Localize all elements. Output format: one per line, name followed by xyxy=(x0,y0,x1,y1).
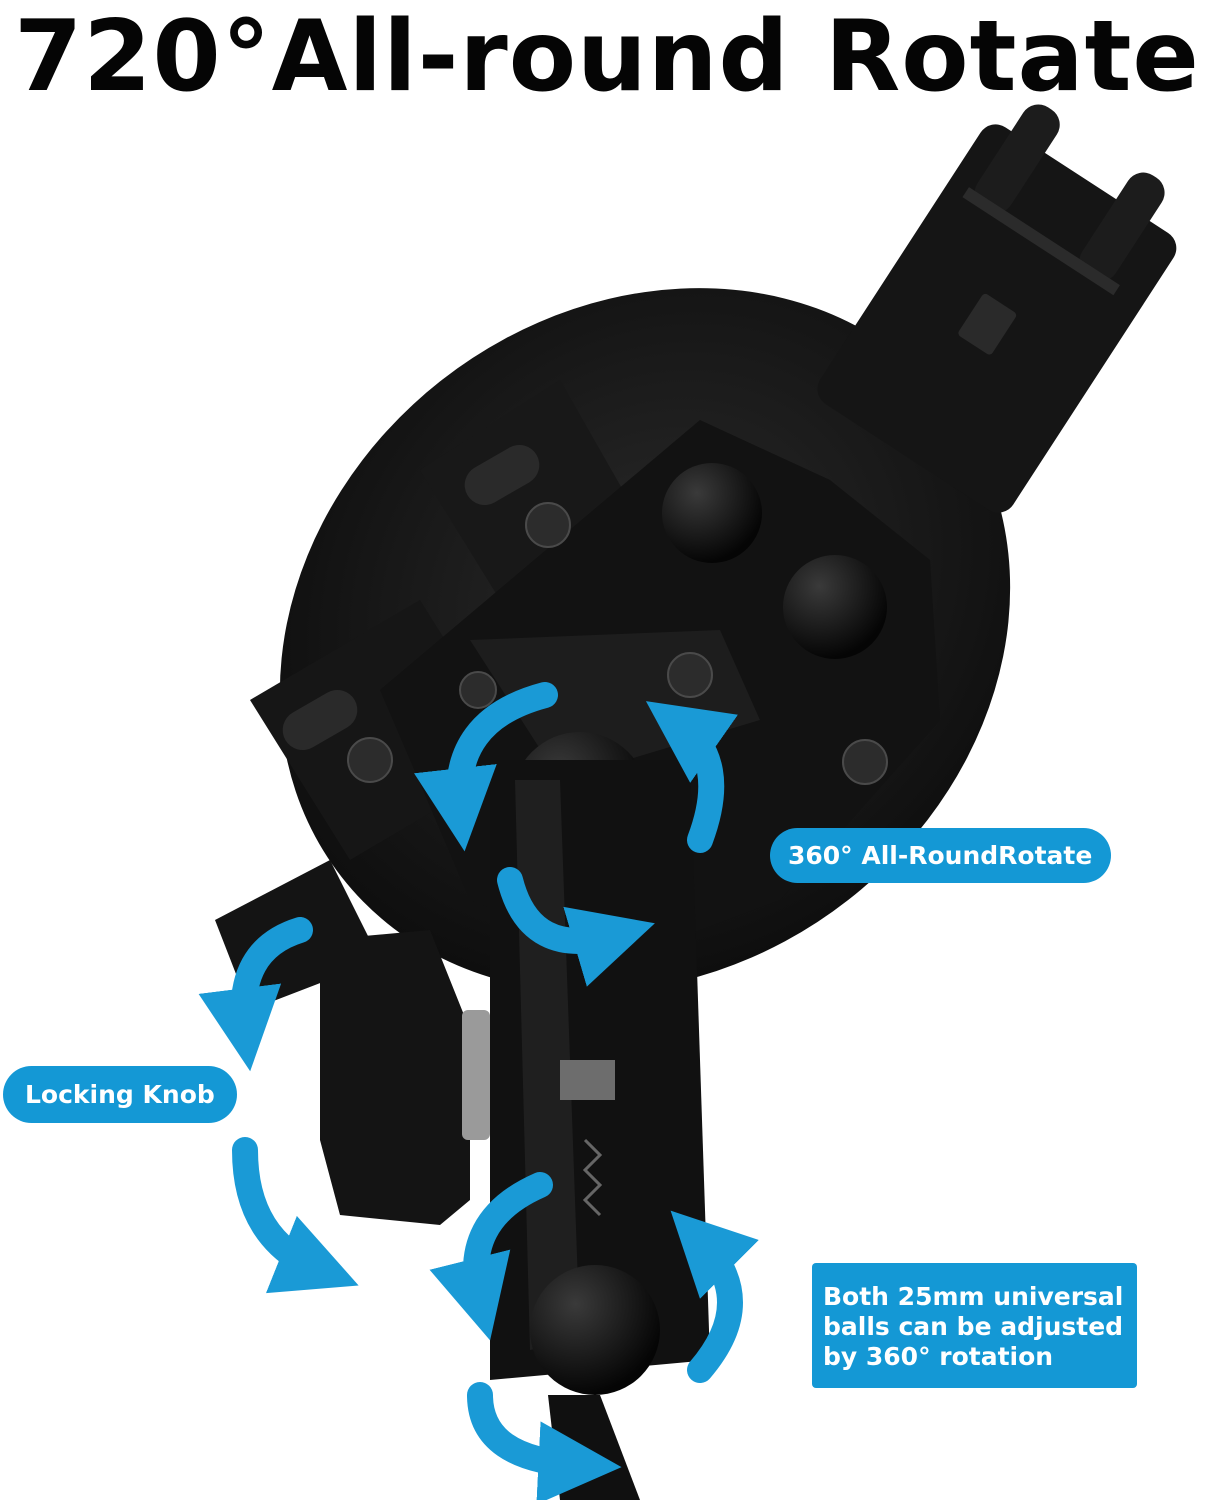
mount-stem xyxy=(548,1395,640,1500)
universal-balls-line: Both 25mm universal xyxy=(823,1282,1124,1311)
headline: 720°All-round Rotate xyxy=(14,0,1200,114)
arrow-lower-left xyxy=(429,1172,553,1341)
rotate-callout: 360° All-RoundRotate xyxy=(770,828,1111,883)
arrow-upper-right xyxy=(645,701,738,853)
screws xyxy=(347,502,888,785)
arrow-knob-upper xyxy=(198,917,313,1072)
rubber-ball xyxy=(662,463,762,563)
top-clamp-jaw xyxy=(817,104,1177,513)
arrow-lower-right xyxy=(670,1210,759,1383)
universal-balls-callout: Both 25mm universal balls can be adjuste… xyxy=(812,1263,1137,1388)
locking-knob xyxy=(320,930,470,1225)
universal-balls-line: balls can be adjusted xyxy=(823,1312,1124,1341)
arrow-bottom xyxy=(467,1382,622,1500)
rubber-ball xyxy=(783,555,887,659)
locking-knob-callout: Locking Knob xyxy=(3,1066,237,1123)
arrow-upper-left xyxy=(414,682,558,852)
universal-balls-line: by 360° rotation xyxy=(823,1342,1054,1371)
arrow-upper-swirl xyxy=(497,867,655,987)
lower-universal-ball xyxy=(530,1265,660,1395)
rotation-arrows xyxy=(198,682,759,1500)
arrow-knob-lower xyxy=(232,1137,359,1294)
